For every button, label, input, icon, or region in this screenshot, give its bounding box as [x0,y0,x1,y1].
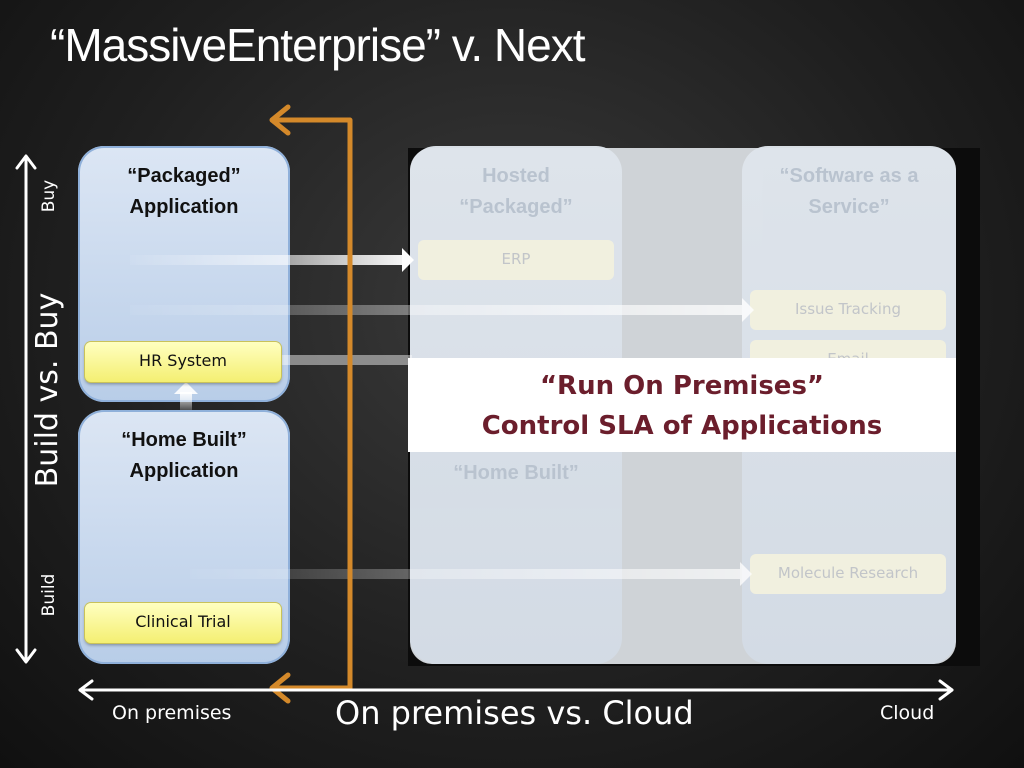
cloud-label: Cloud [880,702,935,724]
issue-tracking-app[interactable]: Issue Tracking [750,290,946,330]
home-built-cloud-title: “Home Built” [453,462,579,484]
hr-system-app[interactable]: HR System [85,342,281,382]
horizontal-axis-title: On premises vs. Cloud [335,694,694,732]
banner-line2: Control SLA of Applications [481,411,883,441]
saas-title-line1: “Software as a [779,165,919,187]
migration-arrow-to-email [282,355,412,365]
hosted-title-line2: “Packaged” [459,196,573,218]
build-to-buy-arrow [174,382,198,410]
vertical-axis-title: Build vs. Buy [30,292,65,488]
clinical-trial-app[interactable]: Clinical Trial [85,603,281,643]
banner-line1: “Run On Premises” [539,371,825,401]
buy-label: Buy [39,179,59,213]
migration-arrow-hr-to-erp [130,248,414,272]
molecule-research-app[interactable]: Molecule Research [750,554,946,594]
on-premises-label: On premises [112,702,232,724]
vertical-axis-arrow [15,154,37,664]
migration-arrow-to-issue-tracking [130,298,754,322]
slide-title: “MassiveEnterprise” v. Next [50,19,586,71]
build-label: Build [39,573,59,617]
run-on-premises-banner: “Run On Premises” Control SLA of Applica… [408,358,956,452]
hosted-title-line1: Hosted [482,165,550,187]
packaged-title-line1: “Packaged” [127,165,241,187]
home-built-title-line1: “Home Built” [121,429,247,451]
erp-app[interactable]: ERP [418,240,614,280]
saas-title-line2: Service” [808,196,890,218]
migration-arrow-to-molecule-research [190,562,752,586]
horizontal-axis-arrow [78,679,954,701]
orange-bracket-arrow [269,104,353,704]
packaged-title-line2: Application [129,196,239,218]
home-built-title-line2: Application [129,460,239,482]
